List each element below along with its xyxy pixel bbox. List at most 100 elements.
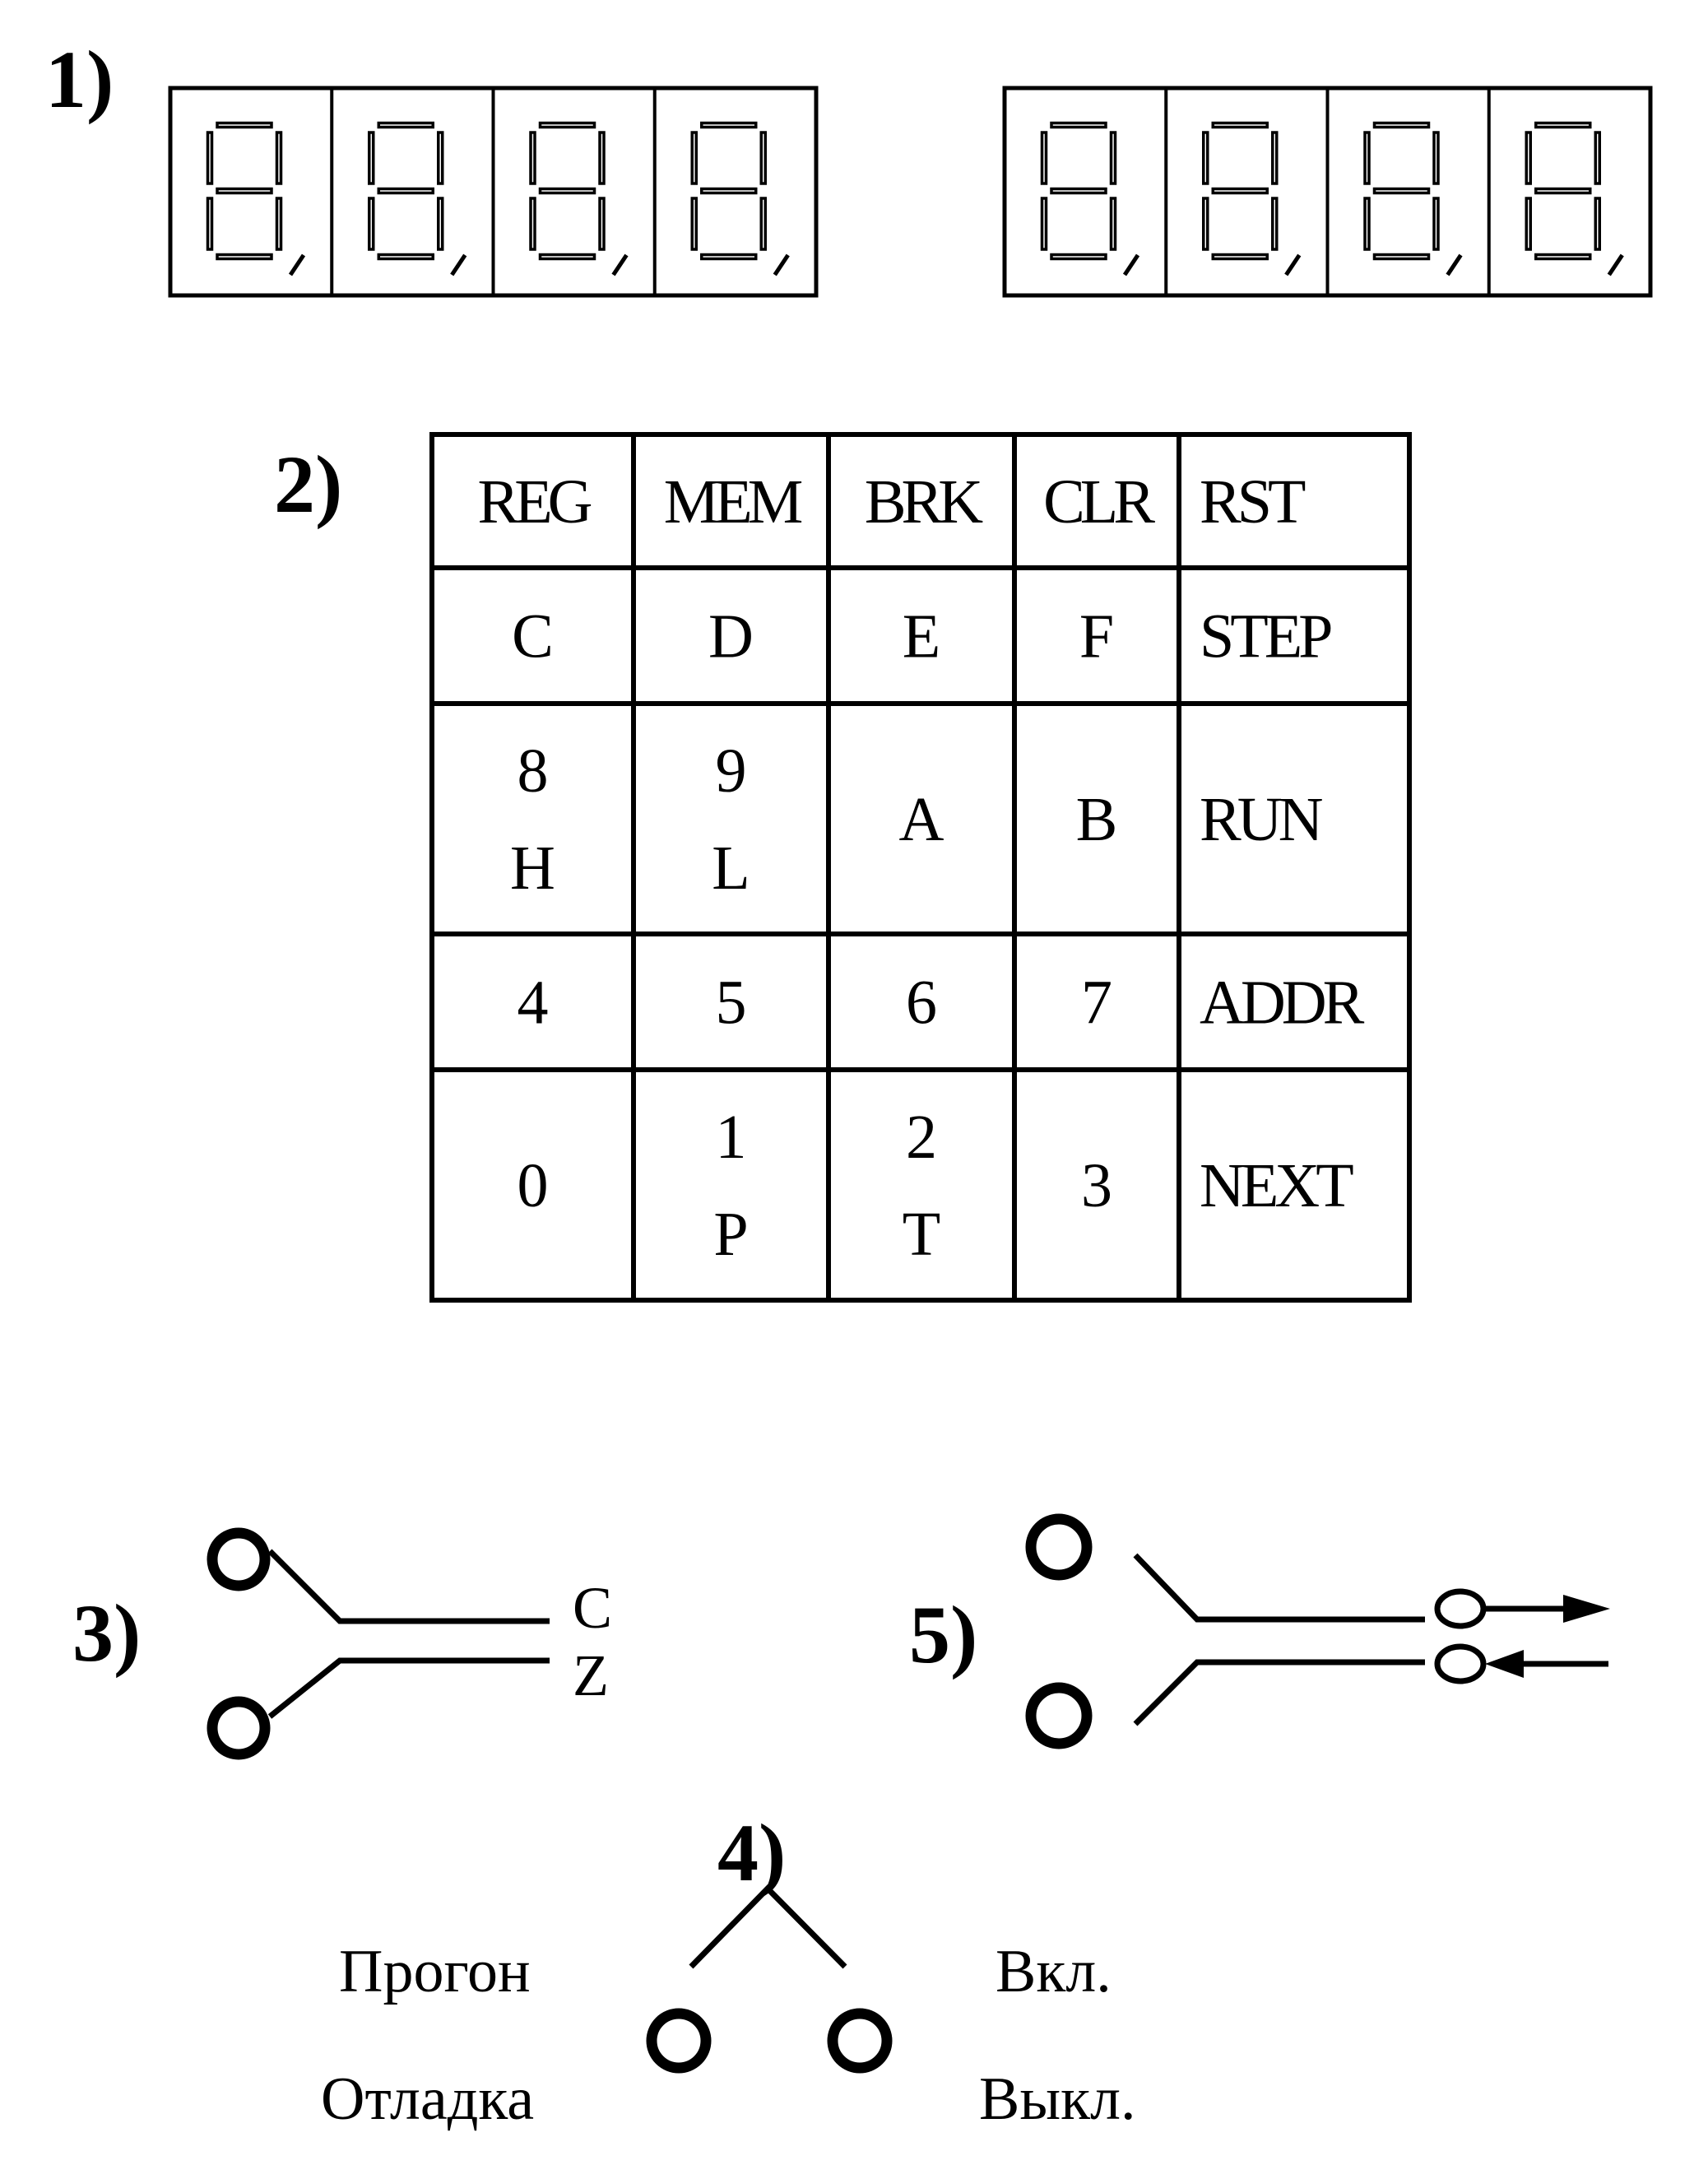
segment bbox=[1534, 253, 1592, 261]
segment bbox=[1109, 197, 1117, 251]
switch-io bbox=[1025, 1513, 1610, 1749]
segment bbox=[529, 197, 536, 251]
decimal-point bbox=[288, 253, 306, 276]
key-label: H bbox=[510, 834, 555, 903]
key-label: STEP bbox=[1200, 602, 1331, 671]
keypad-key[interactable]: REG bbox=[434, 437, 631, 565]
segment bbox=[216, 253, 273, 261]
key-label: MEM bbox=[664, 467, 802, 537]
segment bbox=[1372, 187, 1431, 195]
key-label: 6 bbox=[906, 968, 937, 1037]
keypad-key[interactable]: 8H bbox=[434, 706, 631, 932]
arrow-right-icon bbox=[1563, 1595, 1610, 1623]
segment bbox=[700, 187, 758, 195]
terminal-circle-top bbox=[1025, 1513, 1093, 1581]
segment bbox=[1050, 187, 1107, 195]
segment bbox=[759, 197, 767, 251]
switch-lever bbox=[689, 1884, 847, 1969]
segment bbox=[1271, 197, 1279, 251]
keypad-key[interactable]: MEM bbox=[636, 437, 826, 565]
keypad-key[interactable]: A bbox=[831, 706, 1012, 932]
decimal-point bbox=[1446, 253, 1463, 276]
terminal-circle-bottom bbox=[207, 1696, 271, 1760]
key-label: 1 bbox=[716, 1103, 747, 1172]
segment bbox=[216, 187, 273, 195]
segment bbox=[206, 197, 214, 251]
wire-bottom bbox=[267, 1657, 550, 1719]
segment bbox=[1109, 131, 1117, 185]
keypad-key[interactable]: F bbox=[1017, 570, 1177, 701]
segment bbox=[1040, 131, 1048, 185]
label-otladka: Отладка bbox=[321, 2065, 534, 2133]
key-label: A bbox=[899, 785, 945, 854]
keypad-key[interactable]: STEP bbox=[1181, 570, 1407, 701]
port-circle-out bbox=[1434, 1588, 1487, 1629]
segment bbox=[1594, 131, 1601, 185]
segment bbox=[598, 197, 606, 251]
keypad-key[interactable]: C bbox=[434, 570, 631, 701]
segment bbox=[598, 131, 606, 185]
terminal-circle-left bbox=[646, 2008, 712, 2074]
keypad-key[interactable]: BRK bbox=[831, 437, 1012, 565]
terminal-circle-bottom bbox=[1025, 1682, 1093, 1749]
segment bbox=[377, 187, 434, 195]
key-label: L bbox=[712, 834, 750, 903]
keypad-key[interactable]: D bbox=[636, 570, 826, 701]
keypad-key[interactable]: 5 bbox=[636, 936, 826, 1067]
segment bbox=[1363, 197, 1371, 251]
keypad-key[interactable]: CLR bbox=[1017, 437, 1177, 565]
seven-segment-displays bbox=[168, 86, 1653, 298]
key-label: 3 bbox=[1081, 1151, 1112, 1220]
key-label: BRK bbox=[865, 467, 983, 537]
decimal-point bbox=[1284, 253, 1302, 276]
segment bbox=[1372, 253, 1431, 261]
segment bbox=[377, 253, 434, 261]
key-label: ADDR bbox=[1200, 968, 1365, 1037]
segment bbox=[437, 197, 444, 251]
segment bbox=[206, 131, 214, 185]
segment bbox=[1050, 253, 1107, 261]
seven-segment-digit bbox=[368, 121, 467, 276]
keypad-key[interactable]: 1P bbox=[636, 1072, 826, 1298]
segment bbox=[538, 121, 596, 129]
key-label: 7 bbox=[1081, 968, 1112, 1037]
keypad-key[interactable]: ADDR bbox=[1181, 936, 1407, 1067]
switch-label-c: C bbox=[573, 1575, 612, 1641]
keypad-key[interactable]: 0 bbox=[434, 1072, 631, 1298]
keypad-key[interactable]: B bbox=[1017, 706, 1177, 932]
seven-segment-digit bbox=[1525, 121, 1624, 276]
segment bbox=[529, 131, 536, 185]
segment bbox=[1525, 131, 1532, 185]
decimal-point bbox=[450, 253, 467, 276]
segment bbox=[1363, 131, 1371, 185]
keypad-key[interactable]: NEXT bbox=[1181, 1072, 1407, 1298]
keypad-key[interactable]: 6 bbox=[831, 936, 1012, 1067]
keypad-key[interactable]: RST bbox=[1181, 437, 1407, 565]
segment bbox=[538, 253, 596, 261]
arrow-left-icon bbox=[1485, 1650, 1524, 1678]
keypad-key[interactable]: 2T bbox=[831, 1072, 1012, 1298]
keypad-key[interactable]: 9L bbox=[636, 706, 826, 932]
keypad-key[interactable]: RUN bbox=[1181, 706, 1407, 932]
segment bbox=[759, 131, 767, 185]
segment bbox=[690, 131, 698, 185]
keypad-key[interactable]: 3 bbox=[1017, 1072, 1177, 1298]
segment bbox=[1202, 197, 1209, 251]
section-label-4: 4) bbox=[717, 1807, 786, 1898]
segment bbox=[1211, 121, 1269, 129]
section-label-5: 5) bbox=[909, 1589, 977, 1680]
keypad-key[interactable]: E bbox=[831, 570, 1012, 701]
keypad-key[interactable]: 7 bbox=[1017, 936, 1177, 1067]
segment bbox=[1432, 131, 1440, 185]
terminal-circle-top bbox=[207, 1527, 271, 1591]
seven-segment-digit bbox=[1040, 121, 1140, 276]
segment bbox=[1372, 121, 1431, 129]
segment bbox=[1271, 131, 1279, 185]
segment bbox=[1050, 121, 1107, 129]
key-label: 2 bbox=[906, 1103, 937, 1172]
segment bbox=[275, 197, 283, 251]
segment bbox=[1534, 187, 1592, 195]
keypad-key[interactable]: 4 bbox=[434, 936, 631, 1067]
wire-top bbox=[1133, 1553, 1425, 1623]
